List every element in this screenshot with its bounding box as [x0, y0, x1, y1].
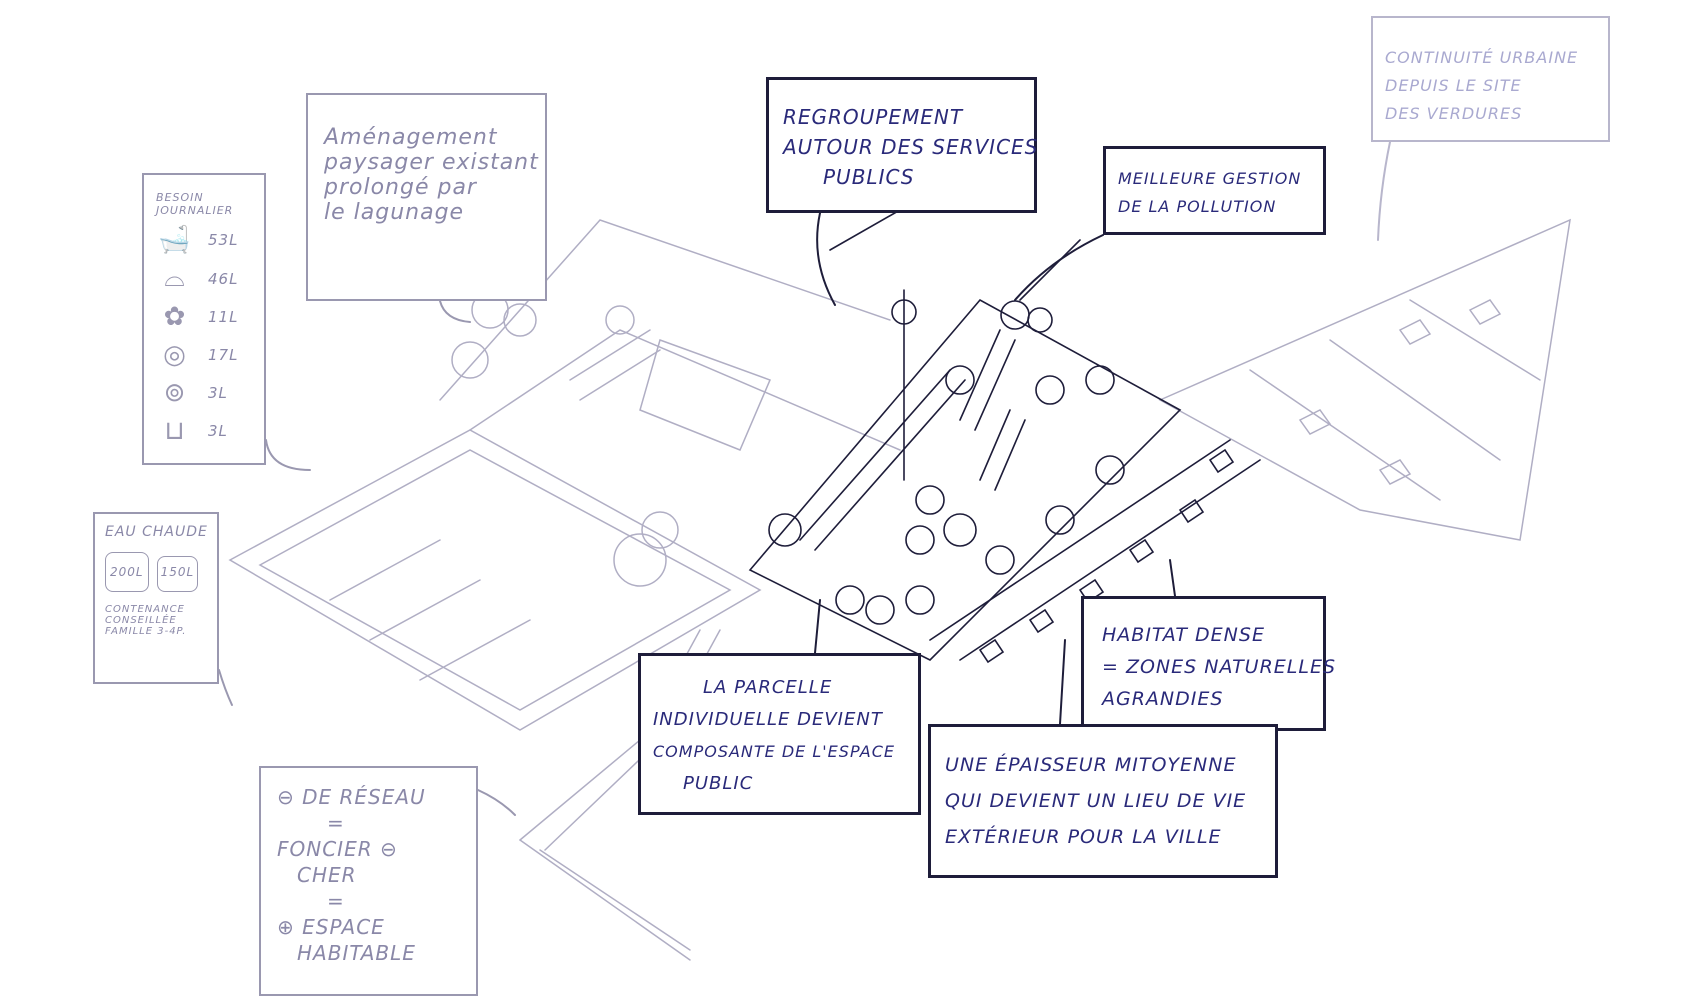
callout-line: de la pollution: [1118, 197, 1277, 216]
callout-line: Habitat dense: [1102, 624, 1265, 646]
callout-line: Continuité urbaine: [1385, 48, 1579, 67]
callout-line: individuelle devient: [653, 709, 883, 730]
callout-line: depuis le site: [1385, 76, 1522, 95]
dishes-icon: ⊚: [163, 378, 187, 408]
landscape-pencil-lines: [228, 218, 1571, 961]
callout-line: des verdures: [1385, 104, 1523, 123]
callout-amenagement: Aménagement paysager existant prolongé p…: [306, 93, 547, 301]
callout-line: extérieur pour la ville: [945, 826, 1222, 848]
callout-line: public: [683, 773, 754, 794]
besoin-item: ⊚ 3L: [156, 378, 252, 408]
note-line: Contenance: [105, 604, 185, 615]
eau-chaude-note: Contenance conseillée famille 3-4p.: [105, 604, 207, 637]
callout-line: publics: [823, 165, 915, 189]
besoin-value: 17L: [208, 346, 239, 364]
callout-regroupement: Regroupement autour des services publics: [766, 77, 1037, 213]
besoin-value: 11L: [208, 308, 239, 326]
besoin-value: 53L: [208, 231, 239, 249]
callout-line: habitable: [297, 941, 416, 965]
callout-line: Regroupement: [783, 105, 964, 129]
besoin-item: ⌓ 46L: [156, 263, 252, 294]
parcel-ink-lines: [748, 209, 1261, 664]
besoin-item: ✿ 11L: [156, 302, 252, 332]
callout-line: Aménagement: [324, 125, 498, 150]
tanks: 200L 150L: [105, 552, 207, 592]
flower-water-icon: ✿: [163, 302, 187, 332]
callout-line: agrandies: [1102, 688, 1224, 710]
callout-line: ⊖ de réseau: [277, 785, 426, 809]
toilet-icon: ⌓: [164, 263, 186, 293]
callout-line: Meilleure gestion: [1118, 169, 1302, 188]
callout-pollution: Meilleure gestion de la pollution: [1103, 146, 1326, 235]
callout-line: autour des services: [783, 135, 1039, 159]
besoin-title: Besoin: [156, 191, 204, 204]
washing-machine-icon: ◎: [163, 340, 187, 370]
callout-line: = zones naturelles: [1102, 656, 1337, 678]
callout-line: paysager existant: [324, 150, 539, 175]
callout-line: foncier ⊖: [277, 837, 398, 861]
besoin-item: ⊔ 3L: [156, 416, 252, 446]
callout-line: =: [327, 889, 345, 913]
callout-line: composante de l'espace: [653, 742, 896, 761]
callout-epaisseur: Une épaisseur mitoyenne qui devient un l…: [928, 724, 1278, 878]
callout-line: =: [327, 811, 345, 835]
tank-200: 200L: [105, 552, 149, 592]
pencil-callout-pointers: [218, 141, 1391, 816]
callout-reseau: ⊖ de réseau = foncier ⊖ cher = ⊕ espace …: [259, 766, 478, 996]
besoin-value: 3L: [208, 384, 228, 402]
callout-line: qui devient un lieu de vie: [945, 790, 1247, 812]
callout-eau-chaude: Eau chaude 200L 150L Contenance conseill…: [93, 512, 219, 684]
callout-line: le lagunage: [324, 200, 465, 225]
besoin-value: 46L: [208, 269, 239, 288]
bathtub-icon: 🛁: [158, 225, 192, 255]
callout-parcelle: La parcelle individuelle devient composa…: [638, 653, 921, 815]
callout-pointers: [814, 212, 1176, 725]
callout-line: Une épaisseur mitoyenne: [945, 754, 1237, 776]
bucket-icon: ⊔: [164, 416, 186, 446]
callout-continuite: Continuité urbaine depuis le site des ve…: [1371, 16, 1610, 142]
callout-line: prolongé par: [324, 175, 477, 200]
eau-chaude-title: Eau chaude: [105, 524, 208, 540]
besoin-item: ◎ 17L: [156, 340, 252, 370]
callout-line: ⊕ espace: [277, 915, 385, 939]
note-line: conseillée: [105, 615, 177, 626]
note-line: famille 3-4p.: [105, 626, 187, 637]
callout-besoin-journalier: Besoin journalier 🛁 53L ⌓ 46L ✿ 11L ◎ 17L ⊚ 3…: [142, 173, 266, 465]
besoin-value: 3L: [208, 422, 228, 440]
besoin-title: journalier: [156, 204, 234, 217]
callout-line: La parcelle: [703, 677, 833, 698]
besoin-item: 🛁 53L: [156, 225, 252, 255]
tank-150: 150L: [156, 556, 199, 592]
callout-habitat-dense: Habitat dense = zones naturelles agrandi…: [1081, 596, 1337, 731]
callout-line: cher: [297, 863, 357, 887]
